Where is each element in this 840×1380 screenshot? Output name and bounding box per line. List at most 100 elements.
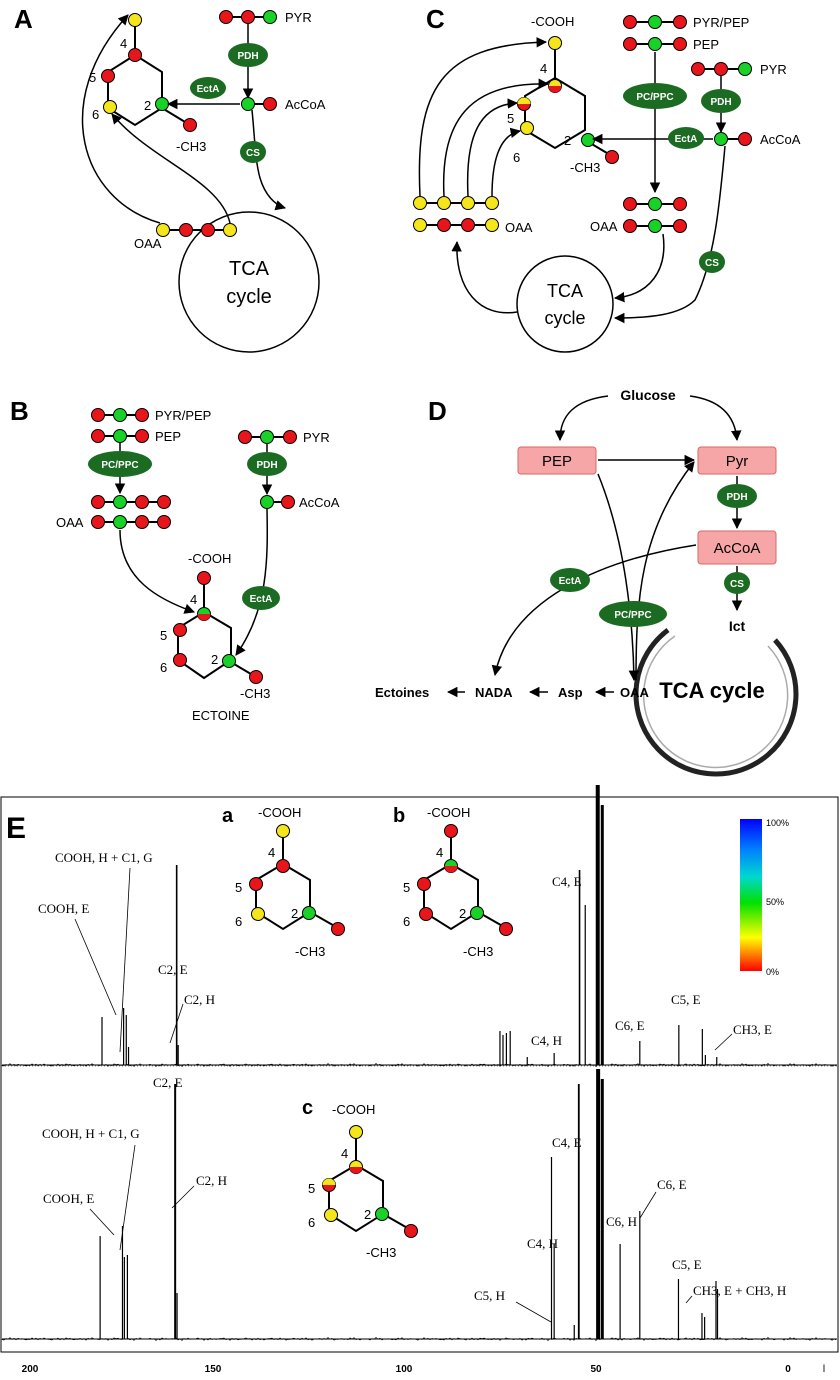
scale-100-label: 100% xyxy=(766,818,789,828)
inset-c-cooh-label: -COOH xyxy=(332,1102,375,1117)
carbon-5-dot xyxy=(101,69,115,83)
bot-label-cooh-e: COOH, E xyxy=(43,1191,94,1206)
b-cooh-label: -COOH xyxy=(188,551,231,566)
d-cs-label: CS xyxy=(730,579,744,590)
c-pyrpep-label: PYR/PEP xyxy=(693,15,749,30)
d-ectoines-label: Ectoines xyxy=(375,685,429,700)
c-tca-label-1: TCA xyxy=(547,281,583,301)
inset-b-4: 4 xyxy=(436,845,443,860)
ch3-label: -CH3 xyxy=(176,139,206,154)
top-label-c4-h: C4, H xyxy=(531,1033,562,1048)
c-enzyme-pcppc xyxy=(623,83,687,109)
panel-e: E 200 150 100 50 0 l 100% 50% 0% a -COOH xyxy=(0,785,839,1375)
nmr-frame xyxy=(0,796,839,1353)
oaa-c3 xyxy=(201,223,215,237)
inset-c: c -COOH 4 5 6 2 -CH3 xyxy=(302,1097,418,1260)
x-axis-unit: l xyxy=(823,1364,825,1375)
tca-label-2: cycle xyxy=(226,286,272,308)
d-pdh-label: PDH xyxy=(726,492,747,503)
inset-b-cooh-label: -COOH xyxy=(427,805,470,820)
carbon-ch3-dot xyxy=(183,118,197,132)
x-axis: 200 150 100 50 0 l xyxy=(22,1364,825,1375)
inset-c-4: 4 xyxy=(341,1146,348,1161)
bot-label-c4-e: C4, E xyxy=(552,1135,582,1150)
bot-label-c2-e: C2, E xyxy=(153,1075,183,1090)
top-label-c5-e: C5, E xyxy=(671,992,701,1007)
d-enzyme-ecta xyxy=(550,568,590,592)
enzyme-ecta xyxy=(190,77,226,99)
scale-50-label: 50% xyxy=(766,897,784,907)
inset-b: b -COOH 4 5 6 2 -CH3 xyxy=(393,805,513,959)
inset-c-ch3: -CH3 xyxy=(366,1245,396,1260)
oaa-c1 xyxy=(156,223,170,237)
panel-e-label: E xyxy=(6,812,26,845)
b-enzyme-pdh xyxy=(247,452,287,476)
inset-b-5: 5 xyxy=(403,880,410,895)
b-ectoine-ring xyxy=(177,610,232,680)
panel-b: B PYR/PEP PEP PC/PPC OAA PYR PDH xyxy=(10,396,340,723)
cs-label: CS xyxy=(246,148,260,159)
inset-b-6: 6 xyxy=(403,914,410,929)
c-cooh-label: -COOH xyxy=(531,14,574,29)
pyr-c2 xyxy=(241,10,255,24)
b-ring-5: 5 xyxy=(160,628,167,643)
acoa-c2 xyxy=(263,97,277,111)
d-acoa-box xyxy=(697,530,777,565)
b-enzyme-ecta xyxy=(242,586,280,610)
panel-d-label: D xyxy=(428,396,447,426)
b-acoa-label: AcCoA xyxy=(299,495,340,510)
d-pyr-box xyxy=(697,446,777,475)
c-cooh-dot xyxy=(548,36,562,50)
b-ectoine-label: ECTOINE xyxy=(192,708,250,723)
enzyme-cs xyxy=(240,141,266,163)
inset-a-cooh-label: -COOH xyxy=(258,805,301,820)
top-label-c2-e: C2, E xyxy=(158,962,188,977)
b-ring-2: 2 xyxy=(211,652,218,667)
ectoine-ring-c xyxy=(524,76,586,150)
c-ring-5: 5 xyxy=(507,111,514,126)
inset-a-2: 2 xyxy=(291,906,298,921)
ring-label-4: 4 xyxy=(120,36,127,51)
b-oaa-label: OAA xyxy=(56,515,84,530)
bottom-peak-labels: C2, E COOH, H + C1, G C2, H COOH, E C4, … xyxy=(42,1075,786,1323)
c-oaa-left-label: OAA xyxy=(505,220,533,235)
inset-c-2: 2 xyxy=(364,1207,371,1222)
c-pcppc-label: PC/PPC xyxy=(636,92,673,103)
c-enzyme-ecta xyxy=(668,127,704,149)
bot-label-c6-h: C6, H xyxy=(606,1214,637,1229)
d-glucose-label: Glucose xyxy=(620,387,675,403)
ecta-label: EctA xyxy=(197,84,220,95)
d-pyr-label: Pyr xyxy=(726,453,749,470)
b-pdh-label: PDH xyxy=(256,460,277,471)
scale-0-label: 0% xyxy=(766,967,779,977)
b-ch3-label: -CH3 xyxy=(240,686,270,701)
c-carbon-6-dot xyxy=(520,121,534,135)
c-acoa-label: AcCoA xyxy=(760,132,801,147)
x-tick-50: 50 xyxy=(590,1364,602,1375)
b-enzyme-pcppc xyxy=(88,451,152,477)
bot-label-c6-e: C6, E xyxy=(657,1177,687,1192)
bottom-spectrum-noise xyxy=(1,1336,837,1342)
bottom-spectrum-peaks xyxy=(1,1069,837,1342)
b-pcppc-label: PC/PPC xyxy=(101,460,138,471)
oaa-c2 xyxy=(179,223,193,237)
x-tick-150: 150 xyxy=(205,1364,222,1375)
d-asp-label: Asp xyxy=(558,685,583,700)
b-ring-6: 6 xyxy=(160,660,167,675)
d-tca-label: TCA cycle xyxy=(659,678,765,703)
ring-label-6: 6 xyxy=(92,107,99,122)
panel-c: C -COOH 4 5 6 2 -CH3 PYR/PEP PEP PC/PPC xyxy=(413,4,801,353)
inset-c-label: c xyxy=(302,1097,313,1119)
panel-c-label: C xyxy=(426,4,445,34)
c-tca-circle xyxy=(516,255,614,353)
inset-a-label: a xyxy=(222,805,234,827)
top-peak-labels: COOH, H + C1, G COOH, E C2, E C2, H C4, … xyxy=(38,850,772,1053)
c-enzyme-pdh xyxy=(701,89,741,113)
top-label-c6-e: C6, E xyxy=(615,1018,645,1033)
c-ch3-label: -CH3 xyxy=(570,160,600,175)
d-enzyme-cs xyxy=(724,572,750,594)
enzyme-pdh xyxy=(228,43,268,67)
bot-label-c5-h: C5, H xyxy=(474,1288,505,1303)
d-ecta-label: EctA xyxy=(559,576,582,587)
b-ecta-label: EctA xyxy=(250,594,273,605)
